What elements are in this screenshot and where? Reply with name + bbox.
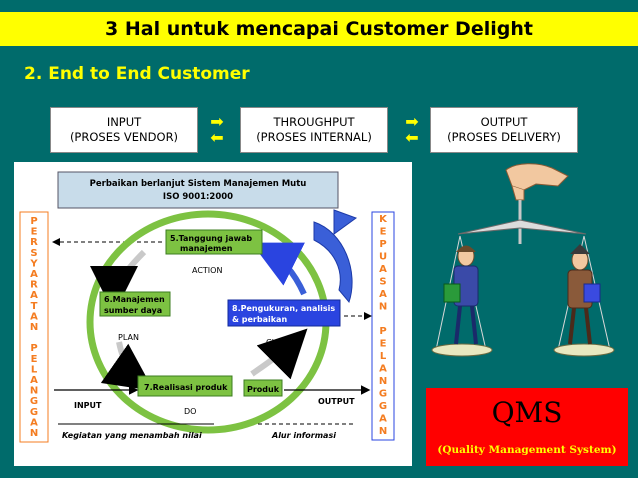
- requirements-bar: [19, 211, 49, 443]
- scale-plate-left: [431, 343, 493, 357]
- vertical-letter: N: [379, 426, 387, 437]
- vertical-letter: A: [30, 417, 38, 428]
- produk-box: [243, 379, 283, 397]
- vertical-letter: S: [30, 248, 37, 259]
- hand-icon: [505, 163, 569, 191]
- check-label: CHECK: [266, 338, 294, 347]
- vertical-letter: L: [31, 364, 38, 375]
- step8-line2: & perbaikan: [232, 315, 287, 324]
- vertical-letter: G: [379, 401, 387, 412]
- cycle-arc-3: [250, 328, 308, 380]
- improvement-arrow-head: [333, 209, 358, 235]
- vertical-letter: G: [379, 389, 387, 400]
- vertical-letter: A: [30, 269, 38, 280]
- vertical-letter: N: [379, 301, 387, 312]
- vertical-letter: U: [379, 251, 387, 262]
- output-box-line1: OUTPUT: [480, 115, 528, 129]
- page-title: 3 Hal untuk mencapai Customer Delight: [105, 18, 533, 40]
- arrow-left-icon: ⬅: [210, 128, 224, 147]
- vertical-letter: E: [380, 339, 387, 350]
- step7-label: 7.Realisasi produk: [144, 383, 228, 392]
- satisfaction-bar: [371, 211, 395, 441]
- vertical-letter: N: [30, 386, 38, 397]
- improvement-arrow-shape: [313, 221, 353, 304]
- produk-label: Produk: [247, 385, 280, 394]
- arrow-right-icon: ➡: [210, 112, 224, 131]
- do-label: DO: [184, 407, 196, 416]
- step5-line2: manajemen: [180, 244, 233, 253]
- input-label: INPUT: [74, 401, 102, 410]
- vertical-letter: E: [380, 226, 387, 237]
- step5-line1: 5.Tanggung jawab: [170, 234, 252, 243]
- step6-box: [99, 291, 171, 317]
- vertical-letter: A: [379, 364, 387, 375]
- throughput-box-line2: (PROSES INTERNAL): [256, 130, 372, 144]
- vertical-letter: E: [31, 227, 38, 238]
- top-box-line1: Perbaikan berlanjut Sistem Manajemen Mut…: [90, 179, 307, 189]
- qms-title: QMS: [491, 396, 563, 429]
- balance-scale-illustration: [431, 163, 615, 357]
- vertical-letter: L: [380, 351, 387, 362]
- plan-label: PLAN: [118, 333, 139, 342]
- vertical-letter: N: [30, 428, 38, 439]
- top-box-line2: ISO 9001:2000: [163, 192, 233, 202]
- input-throughput-arrows: ➡ ⬅: [206, 114, 228, 146]
- qms-box: QMS (Quality Management System): [426, 388, 628, 466]
- step6-line2: sumber daya: [104, 306, 162, 315]
- vertical-letter: A: [30, 290, 38, 301]
- step6-line1: 6.Manajemen: [104, 295, 165, 304]
- vertical-letter: N: [379, 376, 387, 387]
- output-box: OUTPUT (PROSES DELIVERY): [430, 107, 578, 153]
- vertical-letter: A: [379, 264, 387, 275]
- cycle-arc-4: [251, 242, 307, 296]
- vertical-letter: A: [379, 414, 387, 425]
- vertical-letter: T: [31, 301, 38, 312]
- input-box: INPUT (PROSES VENDOR): [50, 107, 198, 153]
- action-label: ACTION: [192, 266, 222, 275]
- input-box-line1: INPUT: [106, 115, 142, 129]
- legend-info-label: Alur informasi: [271, 431, 336, 440]
- person-right-icon: [567, 244, 601, 345]
- step8-line1: 8.Pengukuran, analisis: [232, 304, 335, 313]
- section-subtitle: 2. End to End Customer: [24, 64, 250, 84]
- throughput-box-line1: THROUGHPUT: [273, 115, 355, 129]
- step8-box: [227, 299, 341, 327]
- output-box-line2: (PROSES DELIVERY): [447, 130, 561, 144]
- vertical-letter: P: [30, 343, 37, 354]
- vertical-letter: R: [30, 237, 38, 248]
- vertical-letter: P: [30, 216, 37, 227]
- qms-process-diagram: Perbaikan berlanjut Sistem Manajemen Mut…: [14, 162, 412, 466]
- legend-value-label: Kegiatan yang menambah nilai: [62, 431, 202, 440]
- vertical-letter: A: [379, 289, 387, 300]
- vertical-letter: N: [30, 322, 38, 333]
- vertical-letter: P: [379, 326, 386, 337]
- vertical-letter: G: [30, 407, 38, 418]
- title-bar: 3 Hal untuk mencapai Customer Delight: [0, 12, 638, 46]
- vertical-letter: A: [30, 375, 38, 386]
- step5-box: [165, 229, 263, 255]
- scale-plate-right: [553, 343, 615, 357]
- vertical-letter: P: [379, 239, 386, 250]
- vertical-letter: Y: [29, 258, 38, 269]
- vertical-letter: S: [379, 276, 386, 287]
- vertical-letter: K: [379, 214, 388, 225]
- vertical-letter: R: [30, 280, 38, 291]
- vertical-letter: A: [30, 311, 38, 322]
- input-box-line2: (PROSES VENDOR): [69, 130, 179, 144]
- throughput-box: THROUGHPUT (PROSES INTERNAL): [240, 107, 388, 153]
- scale-beam: [457, 219, 587, 235]
- throughput-output-arrows: ➡ ⬅: [401, 114, 423, 146]
- qms-subtitle: (Quality Management System): [437, 444, 617, 456]
- vertical-letter: E: [31, 354, 38, 365]
- arrow-right-icon: ➡: [405, 112, 419, 131]
- vertical-letter: G: [30, 396, 38, 407]
- output-label: OUTPUT: [318, 397, 355, 406]
- person-left-icon: [443, 245, 479, 345]
- continuous-improvement-box: [57, 171, 339, 209]
- arrow-left-icon: ⬅: [405, 128, 419, 147]
- process-diagram-svg: Perbaikan berlanjut Sistem Manajemen Mut…: [19, 171, 395, 443]
